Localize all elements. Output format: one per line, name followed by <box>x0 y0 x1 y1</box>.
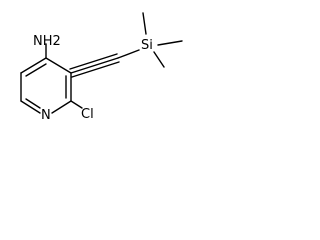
triple-bond-upper <box>69 53 118 70</box>
amine-label: NH2 <box>33 34 61 49</box>
silicon-label: Si <box>141 38 153 53</box>
ring-nitrogen-label: N <box>41 108 51 123</box>
structure-diagram: NH2 N Cl Si <box>0 0 193 137</box>
triple-bond-lower <box>71 61 120 78</box>
bond-silicon-methyl-top <box>142 12 147 35</box>
chlorine-label: Cl <box>81 107 94 122</box>
triple-bond-main <box>70 57 119 74</box>
bond-c2-n1 <box>51 100 72 114</box>
double-bond-c5-c4 <box>25 63 47 77</box>
double-bond-n1-c6 <box>25 98 41 109</box>
bond-c2-chlorine <box>70 100 83 109</box>
bond-silicon-methyl-right <box>157 40 183 46</box>
molecule-drawing: NH2 N Cl Si <box>20 12 183 123</box>
bond-alkyne-silicon <box>117 49 140 59</box>
bond-silicon-methyl-bottom <box>153 51 165 68</box>
bond-c5-c4 <box>20 57 47 74</box>
bond-n1-c6 <box>20 100 41 114</box>
bond-c4-c3 <box>45 57 72 74</box>
